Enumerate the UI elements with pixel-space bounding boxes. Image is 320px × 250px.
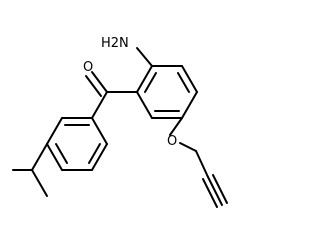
bond	[91, 117, 108, 145]
ether-oxygen-label: O	[167, 134, 177, 149]
amine-label: H2N	[101, 36, 129, 51]
double-bond	[144, 72, 157, 93]
bond	[31, 143, 48, 171]
bond	[179, 142, 197, 152]
bond	[181, 65, 198, 93]
double-bond	[88, 143, 101, 164]
structure-canvas: H2N O O	[12, 36, 228, 208]
bond	[46, 117, 63, 145]
bond	[46, 143, 63, 171]
right-benzene-ring	[136, 65, 198, 119]
bond	[169, 117, 183, 136]
bond	[136, 65, 153, 93]
bond	[195, 150, 209, 178]
bond	[91, 91, 108, 119]
left-benzene-ring	[46, 117, 108, 171]
amine-bond	[136, 47, 153, 67]
triple-bond	[207, 176, 223, 206]
structure-diagram: H2N O O	[12, 36, 228, 208]
bond	[181, 91, 198, 119]
carbonyl-group	[85, 71, 138, 119]
double-bond	[55, 143, 68, 164]
double-bond	[85, 75, 102, 97]
double-bond	[91, 71, 108, 93]
bond	[31, 169, 48, 197]
triple-bond	[212, 174, 228, 204]
bond	[136, 91, 153, 119]
carbonyl-oxygen-label: O	[83, 60, 93, 75]
bond	[91, 143, 108, 171]
isopropyl-group	[12, 143, 48, 197]
propargyl-ether-chain	[169, 117, 228, 208]
double-bond	[177, 72, 190, 93]
triple-bond	[202, 178, 218, 208]
